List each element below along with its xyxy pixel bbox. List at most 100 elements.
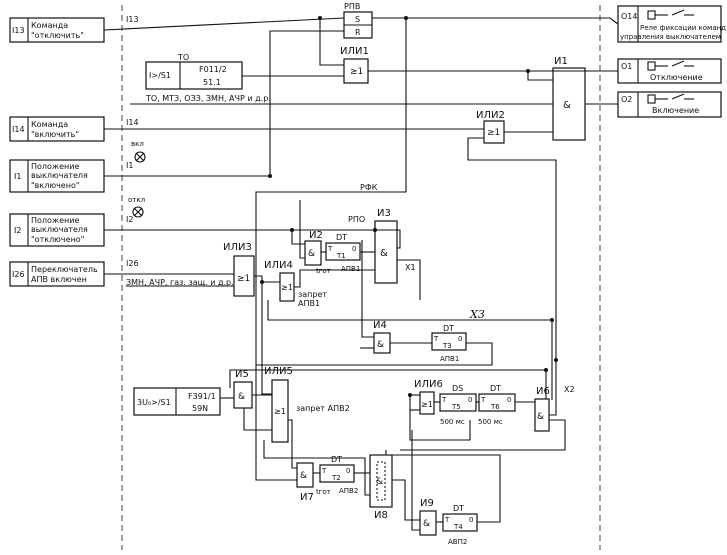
gate-and3: И3 &	[374, 208, 398, 284]
output-code: O2	[621, 95, 632, 104]
timer-t1: DT T 0 T1 АПВ1 tгот	[316, 233, 361, 275]
gate-symbol: &	[423, 519, 430, 529]
gate-label: ИЛИ6	[414, 379, 443, 390]
input-code: I1	[14, 172, 21, 181]
voltage-code: F391/1	[188, 392, 216, 401]
gate-symbol: &	[537, 412, 544, 422]
timer-label: АПВ2	[339, 487, 358, 495]
protection-list: ТО, МТЗ, ОЗЗ, ЗМН, АЧР и д.р.	[145, 94, 271, 103]
timer-delay: 500 мс	[440, 418, 465, 426]
gate-or5: ИЛИ5 ≥1	[264, 366, 293, 443]
wire-label-i26: I26	[126, 259, 139, 268]
gate-label: ИЛИ4	[264, 260, 293, 271]
gate-label: И1	[554, 56, 568, 67]
output-text: Включение	[652, 106, 699, 115]
gate-and9: И9 &	[419, 498, 437, 536]
gate-label: ИЛИ3	[223, 242, 252, 253]
zapret-apv1-label: АПВ1	[298, 299, 320, 308]
gate-label: И3	[377, 208, 391, 219]
output-code: O1	[621, 62, 632, 71]
timer-t3: DT T 0 T3 АПВ1	[431, 324, 467, 363]
output-o1: O1 Отключение	[617, 58, 722, 84]
output-text: Отключение	[650, 73, 703, 82]
protection-ansi: 51.1	[203, 78, 221, 87]
timer-input: T	[480, 396, 486, 404]
timer-type: DT	[490, 384, 501, 393]
timer-input: T	[441, 396, 447, 404]
wire-label-i14: I14	[126, 118, 139, 127]
output-o14: O14 Реле фиксации команд управления выкл…	[617, 5, 726, 43]
zapret-apv1-label: запрет	[298, 290, 327, 299]
gate-or6: ИЛИ6 ≥1	[414, 379, 443, 415]
gate-and8: & И8	[369, 454, 393, 521]
timer-input: T	[327, 245, 333, 253]
voltage-ansi: 59N	[192, 404, 208, 413]
input-text: "отключено"	[31, 235, 84, 244]
gate-symbol: &	[563, 100, 571, 111]
gate-and2: И2 &	[304, 230, 323, 266]
input-i1: I1 Положение выключателя "включено"	[9, 159, 105, 193]
gate-symbol: &	[238, 392, 245, 402]
gate-label: И6	[536, 386, 550, 397]
input-text: выключателя	[31, 225, 88, 234]
input-code: I2	[14, 226, 21, 235]
gate-or3: ИЛИ3 ≥1	[223, 242, 255, 297]
output-text: Реле фиксации команд	[640, 24, 726, 32]
timer-input: T	[433, 335, 439, 343]
wiring	[103, 17, 619, 531]
timer-delay: 500 мс	[478, 418, 503, 426]
input-code: I26	[12, 270, 25, 279]
gate-symbol: &	[380, 248, 388, 259]
input-text: Переключатель	[31, 265, 98, 274]
gate-and6: И6 &	[534, 386, 550, 432]
output-text: управления выключателем	[620, 33, 721, 41]
wire-label-i13: I13	[126, 15, 139, 24]
rpv-trigger: S R	[343, 11, 373, 39]
input-text: "отключить"	[31, 31, 84, 40]
output-o2: O2 Включение	[617, 91, 722, 118]
gate-symbol: ≥1	[421, 400, 433, 409]
timer-tgot: tгот	[316, 267, 331, 275]
timer-type: DT	[336, 233, 347, 242]
protection-code: F011/2	[199, 65, 227, 74]
gate-symbol: &	[376, 477, 383, 487]
voltage-setting: 3U₀>/S1	[137, 398, 171, 407]
timer-label: АПВ1	[440, 355, 459, 363]
gate-label: И7	[300, 492, 314, 503]
timer-name: T4	[453, 523, 463, 531]
timer-output: 0	[507, 396, 511, 404]
gate-and1: И1 &	[552, 56, 586, 141]
wire-label-i1: I1	[126, 161, 133, 170]
gate-and7: & И7	[296, 462, 314, 503]
input-i2: I2 Положение выключателя "отключено"	[9, 213, 105, 247]
gate-label: И9	[420, 498, 434, 509]
timer-name: T6	[490, 403, 500, 411]
gate-symbol: ≥1	[237, 274, 250, 284]
gate-symbol: ≥1	[281, 283, 293, 292]
gate-label: ИЛИ2	[476, 110, 505, 121]
gate-label: И4	[373, 320, 387, 331]
gate-label: ИЛИ5	[264, 366, 293, 377]
input-text: Положение	[31, 162, 79, 171]
timer-label: АВП2	[448, 538, 467, 546]
timer-output: 0	[468, 396, 472, 404]
input-text: "включить"	[31, 130, 79, 139]
timer-input: T	[321, 467, 327, 475]
input-i14: I14 Команда "включить"	[9, 116, 105, 142]
wire-label-rfk: РФК	[360, 183, 378, 192]
gate-and4: И4 &	[373, 320, 391, 354]
gate-symbol: &	[377, 340, 384, 350]
gate-label: ИЛИ1	[340, 46, 369, 57]
gate-symbol: &	[300, 471, 307, 481]
or3-input-list: ЗМН, АЧР, газ. защ. и д.р.	[126, 278, 234, 287]
junction-dots	[260, 16, 558, 397]
input-text: Положение	[31, 216, 79, 225]
protection-setting: I>/S1	[149, 71, 171, 80]
protection-title: ТО	[177, 53, 189, 62]
timer-input: T	[444, 516, 450, 524]
timer-label: АПВ1	[341, 265, 360, 273]
input-text: Команда	[31, 120, 68, 129]
wire-label-x3: X3	[469, 308, 485, 321]
gate-symbol: &	[308, 249, 315, 259]
